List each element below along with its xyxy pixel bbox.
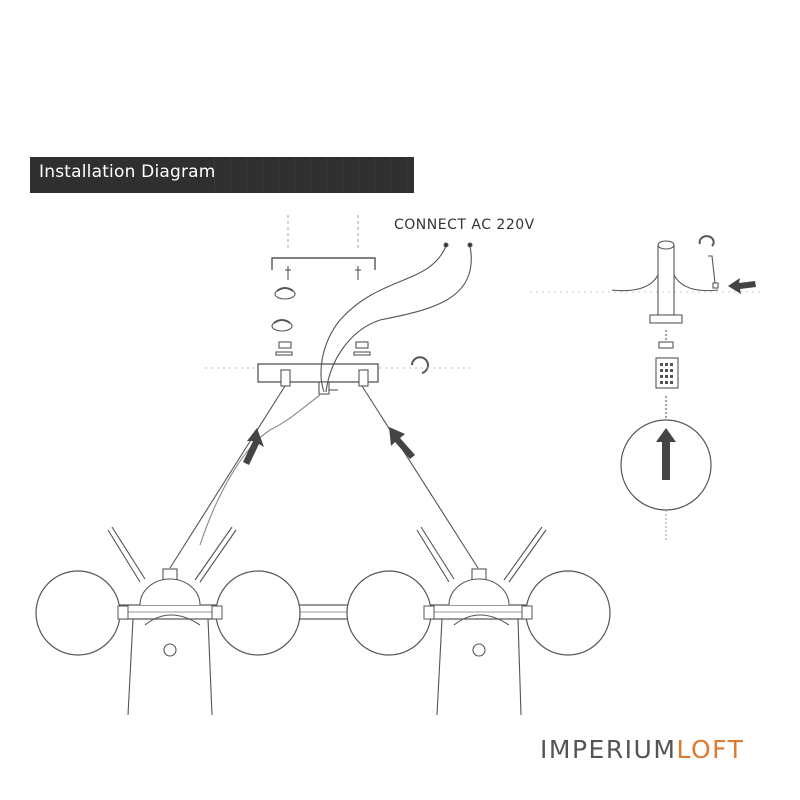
power-cable [199, 242, 473, 546]
brand-part-imperium: IMPERIUM [540, 735, 677, 764]
mounting-bracket [271, 215, 376, 280]
canopy-plate [205, 363, 470, 395]
socket-detail [530, 235, 760, 389]
title-banner: Installation Diagram [30, 157, 414, 193]
globe-collar [117, 605, 533, 620]
chandelier-bar [107, 604, 564, 620]
right-hub [416, 526, 547, 716]
banner-decoration [214, 157, 414, 193]
diagram-title: Installation Diagram [39, 162, 216, 182]
glass-globe [35, 570, 611, 656]
up-arrow-icon [656, 428, 676, 480]
screw-nut-icon [271, 287, 429, 374]
power-connection-label: CONNECT AC 220V [394, 217, 535, 233]
brand-logo: IMPERIUMLOFT [540, 735, 744, 764]
suspension-cables [169, 385, 479, 569]
left-hub [107, 526, 237, 716]
brand-part-loft: LOFT [676, 735, 745, 764]
up-arrow-icon [243, 427, 415, 465]
left-arrow-icon [728, 278, 756, 294]
